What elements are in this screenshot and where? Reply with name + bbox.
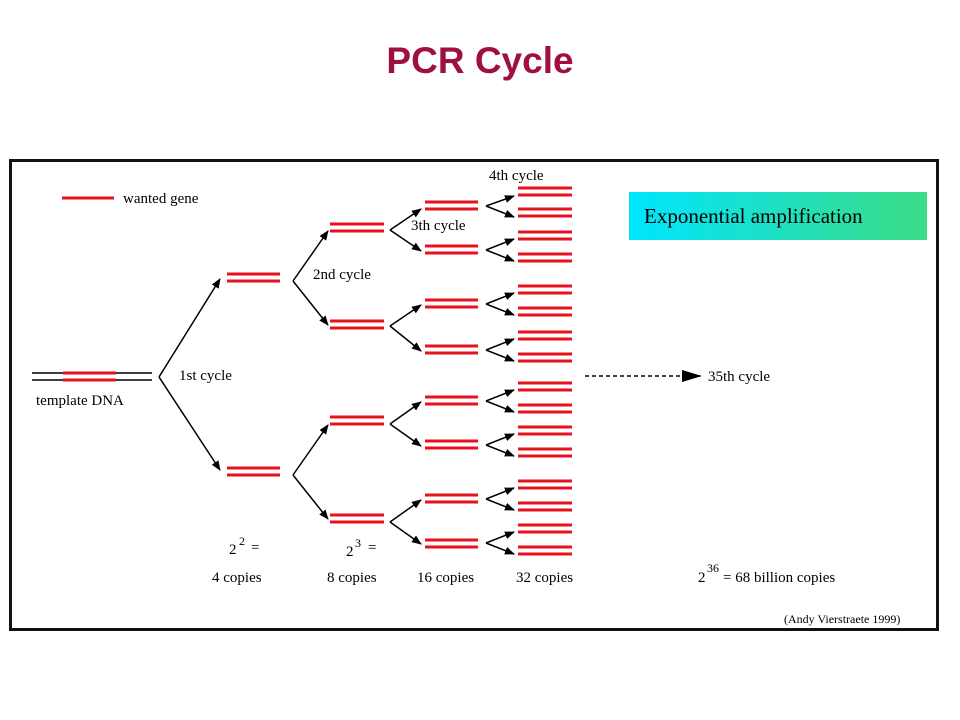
gene-copy-cycle4 [518, 330, 572, 341]
gene-copy-cycle2 [330, 415, 384, 426]
final-base: 2 [698, 570, 706, 586]
banner-text: Exponential amplification [644, 204, 863, 228]
count-4-equals: = [251, 540, 259, 556]
gene-copy-cycle4 [518, 252, 572, 263]
final-text: = 68 billion copies [723, 570, 835, 586]
cycle1-label: 1st cycle [179, 368, 232, 384]
final-exponent: 36 [707, 561, 719, 575]
gene-copy-cycle4 [518, 207, 572, 218]
gene-copy-cycle1 [227, 466, 280, 477]
count-4-base: 2 [229, 542, 237, 558]
gene-copy-cycle3 [425, 395, 478, 406]
pcr-diagram-svg: wanted gene Exponential amplification te… [32, 168, 927, 626]
count-4-exponent: 2 [239, 534, 245, 548]
cycle4-label: 4th cycle [489, 168, 544, 184]
cycle35-label: 35th cycle [708, 369, 770, 385]
credit: (Andy Vierstraete 1999) [784, 612, 900, 626]
count-8-equals: = [368, 540, 376, 556]
gene-copy-cycle4 [518, 186, 572, 197]
gene-copy-cycle4 [518, 523, 572, 534]
gene-copy-cycle4 [518, 425, 572, 436]
legend-label: wanted gene [123, 191, 199, 207]
count-16-text: 16 copies [417, 570, 474, 586]
gene-copy-cycle3 [425, 298, 478, 309]
gene-copy-cycle4 [518, 545, 572, 556]
gene-copy-cycle3 [425, 200, 478, 211]
count-8-base: 2 [346, 544, 354, 560]
cycle2-label: 2nd cycle [313, 267, 371, 283]
count-32-text: 32 copies [516, 570, 573, 586]
gene-copy-cycle3 [425, 344, 478, 355]
pcr-diagram: wanted gene Exponential amplification te… [9, 159, 939, 631]
cycle3-label: 3th cycle [411, 218, 466, 234]
gene-copy-cycle4 [518, 403, 572, 414]
gene-copy-cycle4 [518, 230, 572, 241]
gene-copy-cycle4 [518, 381, 572, 392]
count-8: 2 3 = 8 copies [327, 536, 377, 586]
banner-box [629, 192, 927, 240]
gene-copy-cycle3 [425, 439, 478, 450]
gene-copy-cycle4 [518, 501, 572, 512]
final-count: 2 36 = 68 billion copies [698, 561, 835, 586]
gene-copy-cycle2 [330, 513, 384, 524]
gene-copy-cycle4 [518, 447, 572, 458]
gene-copy-cycle3 [425, 244, 478, 255]
legend: wanted gene [62, 191, 199, 207]
gene-copy-cycle4 [518, 306, 572, 317]
gene-copy-cycle2 [330, 222, 384, 233]
count-8-text: 8 copies [327, 570, 377, 586]
template-label: template DNA [36, 393, 124, 409]
gene-copy-cycle3 [425, 538, 478, 549]
count-8-exponent: 3 [355, 536, 361, 550]
gene-copy-cycle2 [330, 319, 384, 330]
count-4-text: 4 copies [212, 570, 262, 586]
gene-copy-cycle4 [518, 352, 572, 363]
gene-copy-cycle4 [518, 284, 572, 295]
exponential-banner: Exponential amplification [629, 192, 927, 240]
gene-copy-cycle4 [518, 479, 572, 490]
gene-copy-cycle3 [425, 493, 478, 504]
count-4: 2 2 = 4 copies [212, 534, 262, 586]
gene-copies [227, 186, 572, 556]
template-dna: template DNA [32, 371, 152, 409]
gene-copy-cycle1 [227, 272, 280, 283]
page-title: PCR Cycle [386, 40, 574, 81]
